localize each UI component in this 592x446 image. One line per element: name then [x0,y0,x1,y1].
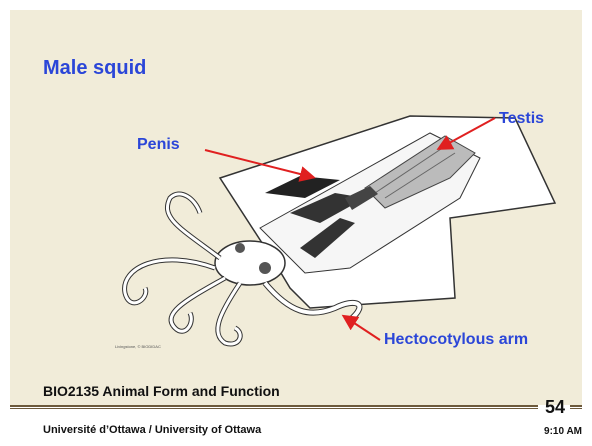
time-stamp: 9:10 AM [544,426,582,437]
page-number: 54 [540,397,570,418]
label-hectocotylous-arm: Hectocotylous arm [384,331,528,349]
footer-divider-end [570,405,582,409]
university-footer: Université d’Ottawa / University of Otta… [43,424,261,436]
label-penis: Penis [137,136,180,154]
image-credit: Livingstone, © BIODIDAC [115,344,161,349]
course-name: BIO2135 Animal Form and Function [43,383,280,399]
footer-divider [10,405,538,409]
slide-title: Male squid [43,57,146,80]
label-testis: Testis [499,110,544,128]
